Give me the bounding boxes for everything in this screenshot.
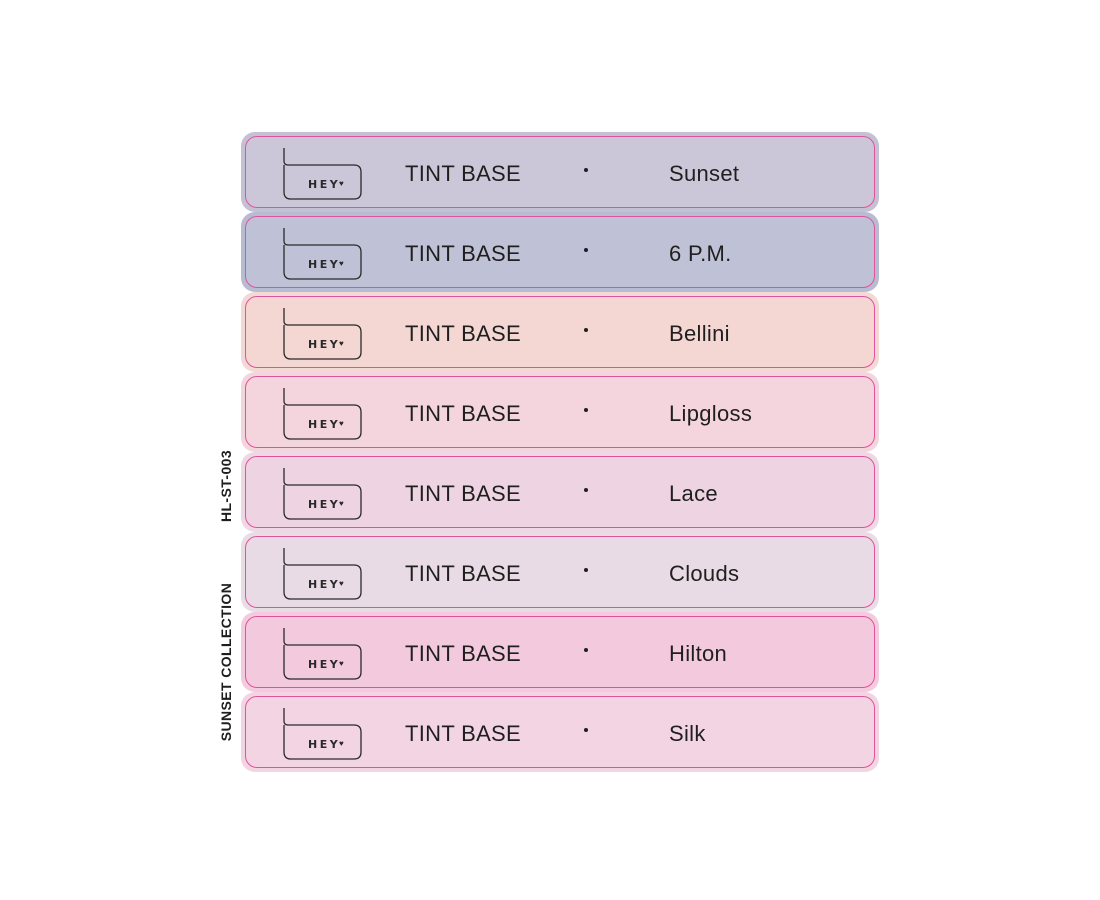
label-strip: HEY ♥ TINT BASE 6 P.M. bbox=[241, 212, 879, 292]
shade-name: Hilton bbox=[669, 641, 728, 666]
logo-text: HEY bbox=[308, 178, 341, 191]
heart-icon: ♥ bbox=[339, 499, 344, 508]
label-strip-list: HEY ♥ TINT BASE Sunset HEY ♥ TINT BASE 6… bbox=[241, 132, 879, 772]
hey-logo: HEY ♥ bbox=[280, 467, 362, 521]
shade-name: 6 P.M. bbox=[669, 241, 732, 266]
shade-name: Clouds bbox=[669, 561, 740, 586]
base-label: TINT BASE bbox=[405, 641, 521, 666]
base-label: TINT BASE bbox=[405, 401, 521, 426]
collection-label: SUNSET COLLECTION bbox=[218, 582, 234, 742]
separator-dot bbox=[584, 168, 588, 172]
label-strip-inner: HEY ♥ TINT BASE Hilton bbox=[245, 616, 875, 688]
label-strip: HEY ♥ TINT BASE Bellini bbox=[241, 292, 879, 372]
heart-icon: ♥ bbox=[339, 259, 344, 268]
separator-dot bbox=[584, 248, 588, 252]
label-strip-inner: HEY ♥ TINT BASE 6 P.M. bbox=[245, 216, 875, 288]
base-label: TINT BASE bbox=[405, 561, 521, 586]
label-strip: HEY ♥ TINT BASE Clouds bbox=[241, 532, 879, 612]
speech-bubble-icon bbox=[283, 468, 362, 520]
hey-logo: HEY ♥ bbox=[280, 627, 362, 681]
label-strip-inner: HEY ♥ TINT BASE Silk bbox=[245, 696, 875, 768]
label-strip: HEY ♥ TINT BASE Silk bbox=[241, 692, 879, 772]
speech-bubble-icon bbox=[283, 388, 362, 440]
speech-bubble-icon bbox=[283, 708, 362, 760]
speech-bubble-icon bbox=[283, 548, 362, 600]
hey-logo: HEY ♥ bbox=[280, 387, 362, 441]
heart-icon: ♥ bbox=[339, 419, 344, 428]
label-strip: HEY ♥ TINT BASE Hilton bbox=[241, 612, 879, 692]
label-strip-inner: HEY ♥ TINT BASE Clouds bbox=[245, 536, 875, 608]
heart-icon: ♥ bbox=[339, 739, 344, 748]
logo-text: HEY bbox=[308, 338, 341, 351]
label-strip-inner: HEY ♥ TINT BASE Bellini bbox=[245, 296, 875, 368]
heart-icon: ♥ bbox=[339, 179, 344, 188]
separator-dot bbox=[584, 328, 588, 332]
logo-text: HEY bbox=[308, 578, 341, 591]
speech-bubble-icon bbox=[283, 228, 362, 280]
label-strip-inner: HEY ♥ TINT BASE Lace bbox=[245, 456, 875, 528]
label-strip-inner: HEY ♥ TINT BASE Lipgloss bbox=[245, 376, 875, 448]
heart-icon: ♥ bbox=[339, 659, 344, 668]
heart-icon: ♥ bbox=[339, 339, 344, 348]
speech-bubble-icon bbox=[283, 628, 362, 680]
hey-logo: HEY ♥ bbox=[280, 547, 362, 601]
separator-dot bbox=[584, 728, 588, 732]
product-code-label: HL-ST-003 bbox=[218, 449, 234, 523]
base-label: TINT BASE bbox=[405, 161, 521, 186]
label-strip: HEY ♥ TINT BASE Lace bbox=[241, 452, 879, 532]
label-strip: HEY ♥ TINT BASE Lipgloss bbox=[241, 372, 879, 452]
logo-text: HEY bbox=[308, 258, 341, 271]
shade-name: Sunset bbox=[669, 161, 740, 186]
heart-icon: ♥ bbox=[339, 579, 344, 588]
shade-name: Silk bbox=[669, 721, 706, 746]
shade-name: Bellini bbox=[669, 321, 730, 346]
hey-logo: HEY ♥ bbox=[280, 307, 362, 361]
logo-text: HEY bbox=[308, 418, 341, 431]
separator-dot bbox=[584, 408, 588, 412]
speech-bubble-icon bbox=[283, 308, 362, 360]
logo-text: HEY bbox=[308, 498, 341, 511]
separator-dot bbox=[584, 568, 588, 572]
separator-dot bbox=[584, 648, 588, 652]
hey-logo: HEY ♥ bbox=[280, 707, 362, 761]
base-label: TINT BASE bbox=[405, 481, 521, 506]
label-strip-inner: HEY ♥ TINT BASE Sunset bbox=[245, 136, 875, 208]
shade-name: Lace bbox=[669, 481, 718, 506]
shade-name: Lipgloss bbox=[669, 401, 753, 426]
base-label: TINT BASE bbox=[405, 321, 521, 346]
speech-bubble-icon bbox=[283, 148, 362, 200]
separator-dot bbox=[584, 488, 588, 492]
label-strip: HEY ♥ TINT BASE Sunset bbox=[241, 132, 879, 212]
logo-text: HEY bbox=[308, 738, 341, 751]
hey-logo: HEY ♥ bbox=[280, 147, 362, 201]
logo-text: HEY bbox=[308, 658, 341, 671]
base-label: TINT BASE bbox=[405, 721, 521, 746]
base-label: TINT BASE bbox=[405, 241, 521, 266]
hey-logo: HEY ♥ bbox=[280, 227, 362, 281]
